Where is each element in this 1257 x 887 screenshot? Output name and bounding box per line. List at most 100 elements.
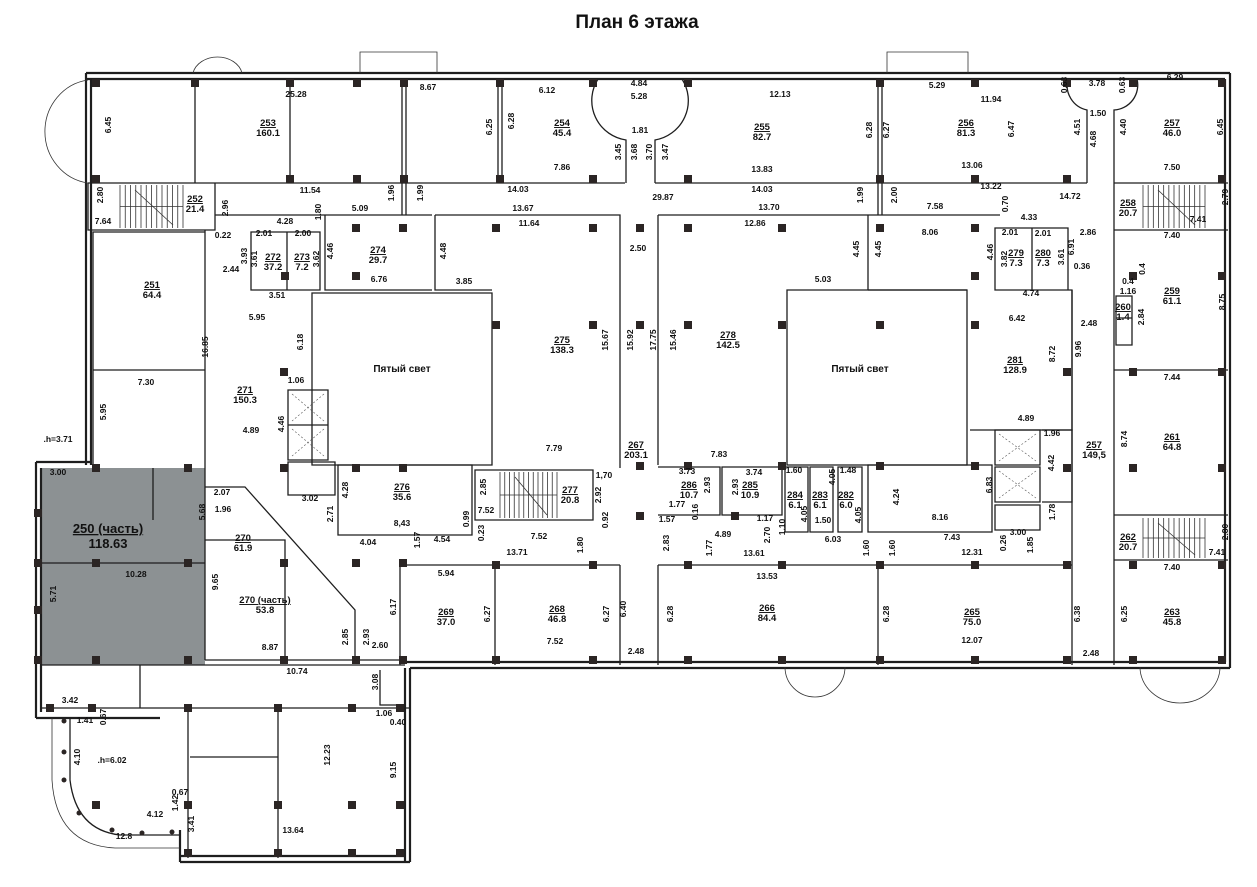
- room-number: 286: [681, 480, 697, 491]
- dimension-label: 4.89: [243, 425, 260, 435]
- room-area: 21.4: [186, 204, 205, 215]
- column-icon: [971, 656, 979, 664]
- column-icon: [352, 656, 360, 664]
- dimension-label: 6.27: [881, 121, 891, 138]
- dimension-label: 2.80: [1220, 523, 1230, 540]
- dimension-label: 4.74: [1023, 288, 1040, 298]
- room-number: 281: [1007, 355, 1024, 366]
- room-area: 37.0: [437, 617, 456, 628]
- room-number: 256: [958, 118, 974, 129]
- dimension-label: 13.64: [282, 825, 304, 835]
- room-area: 10.7: [680, 490, 699, 501]
- room-number: 267: [628, 440, 644, 451]
- dimension-label: 1.50: [815, 515, 832, 525]
- room-270--label[interactable]: 270 (часть)53.8: [239, 595, 290, 616]
- dimension-label: 5.29: [929, 80, 946, 90]
- column-icon: [492, 224, 500, 232]
- room-number: 272: [265, 252, 281, 263]
- column-icon: [280, 368, 288, 376]
- column-icon: [492, 561, 500, 569]
- column-icon: [88, 704, 96, 712]
- dimension-label: 2.00: [295, 228, 312, 238]
- room-area: 64.8: [1163, 442, 1182, 453]
- room-area: 53.8: [256, 605, 275, 616]
- dimension-label: 15.46: [668, 329, 678, 351]
- room-area: 45.8: [1163, 617, 1182, 628]
- room-number: 266: [759, 603, 775, 614]
- column-icon: [396, 801, 404, 809]
- dimension-label: 17.75: [648, 329, 658, 351]
- dimension-label: 7.86: [554, 162, 571, 172]
- column-icon: [876, 224, 884, 232]
- dimension-label: 2.01: [1002, 227, 1019, 237]
- column-icon: [399, 656, 407, 664]
- column-icon: [274, 849, 282, 857]
- dimension-label: 8.16: [932, 512, 949, 522]
- room-area: 149,5: [1082, 450, 1106, 461]
- column-icon: [731, 512, 739, 520]
- dimension-label: 4.28: [340, 481, 350, 498]
- column-icon: [1063, 175, 1071, 183]
- room-number: 260: [1115, 302, 1131, 313]
- column-icon: [876, 656, 884, 664]
- room-number: 282: [838, 490, 854, 501]
- dimension-label: 25.28: [285, 89, 307, 99]
- dimension-label: 13.53: [756, 571, 778, 581]
- dimension-label: 7.83: [711, 449, 728, 459]
- dimension-label: 10.74: [286, 666, 308, 676]
- dimension-label: 0.26: [998, 534, 1008, 551]
- dimension-label: 7.52: [547, 636, 564, 646]
- highlighted-room-250[interactable]: [41, 468, 205, 665]
- column-icon: [92, 656, 100, 664]
- dimension-label: 4.68: [1088, 130, 1098, 147]
- room-area: 142.5: [716, 340, 740, 351]
- dimension-label: 0.67: [172, 787, 189, 797]
- room-number: 270: [235, 533, 251, 544]
- dimension-label: 6.76: [371, 274, 388, 284]
- dimension-label: 12.8: [116, 831, 133, 841]
- dimension-label: 3.73: [679, 466, 696, 476]
- column-icon: [1218, 272, 1226, 280]
- dimension-label: 3.42: [62, 695, 79, 705]
- dimension-label: 16.85: [200, 336, 210, 358]
- dimension-label: 4.33: [1021, 212, 1038, 222]
